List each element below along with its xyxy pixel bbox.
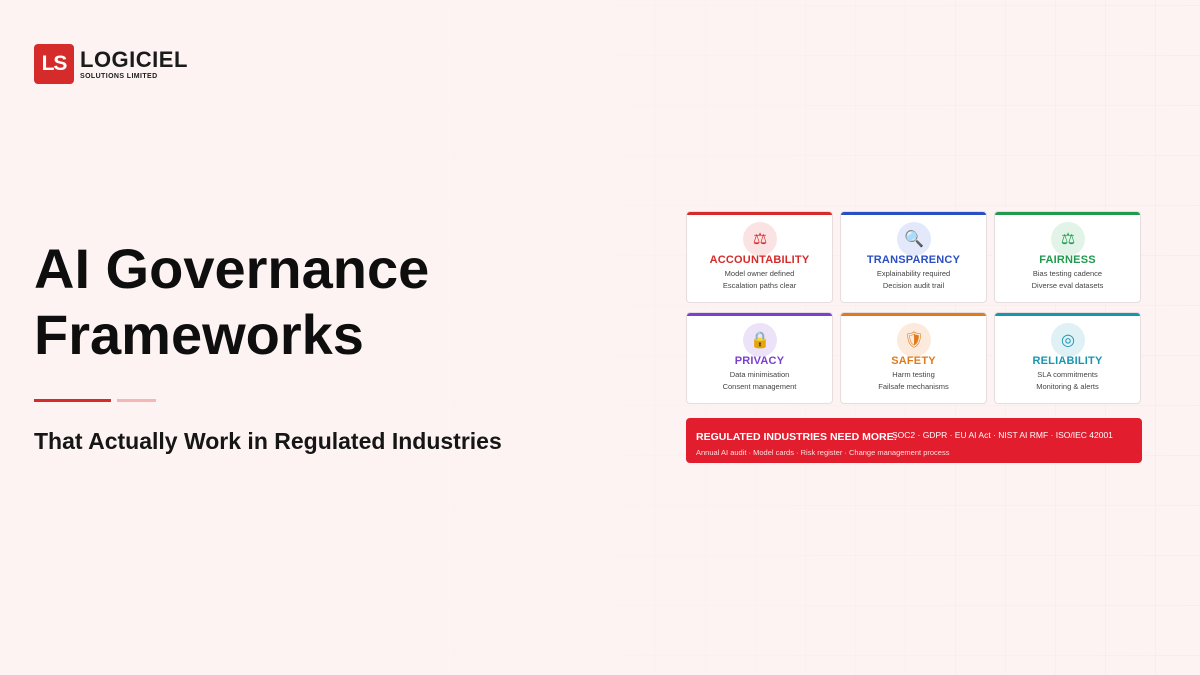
pillar-detail: Failsafe mechanisms <box>878 382 949 391</box>
scales-icon: ⚖ <box>1051 222 1085 256</box>
lock-icon: 🔒 <box>743 323 777 357</box>
pillar-label: TRANSPARENCY <box>866 254 961 266</box>
title-line-1: AI Governance <box>34 237 430 300</box>
pillar-detail: SLA commitments <box>1037 370 1098 379</box>
logo-mark: LS <box>34 44 74 84</box>
pillar-label: FAIRNESS <box>1039 254 1096 266</box>
title-divider-secondary <box>117 399 156 402</box>
pillar-label: PRIVACY <box>734 355 785 367</box>
logo-text: LOGICIEL SOLUTIONS LIMITED <box>80 46 188 80</box>
banner-standards: SOC2 · GDPR · EU AI Act · NIST AI RMF · … <box>892 430 1113 440</box>
pillar-detail: Diverse eval datasets <box>1031 281 1104 290</box>
pillar-detail: Data minimisation <box>729 370 790 379</box>
page-subtitle: That Actually Work in Regulated Industri… <box>34 428 502 454</box>
pillar-card-accountability: ⚖ ACCOUNTABILITY Model owner defined Esc… <box>686 211 833 303</box>
brand-name: LOGICIEL <box>80 46 188 72</box>
card-accent-bar <box>687 313 832 316</box>
card-accent-bar <box>995 313 1140 316</box>
title-divider-primary <box>34 399 111 402</box>
card-accent-bar <box>995 212 1140 215</box>
pillar-detail: Escalation paths clear <box>722 281 797 290</box>
pillar-detail: Harm testing <box>892 370 935 379</box>
pillar-card-fairness: ⚖ FAIRNESS Bias testing cadence Diverse … <box>994 211 1141 303</box>
pillar-grid: ⚖ ACCOUNTABILITY Model owner defined Esc… <box>686 211 1142 405</box>
banner-requirements: Annual AI audit · Model cards · Risk reg… <box>696 448 950 457</box>
pillar-detail: Consent management <box>722 382 797 391</box>
card-accent-bar <box>841 212 986 215</box>
pillar-card-reliability: ◎ RELIABILITY SLA commitments Monitoring… <box>994 312 1141 404</box>
card-accent-bar <box>841 313 986 316</box>
banner-heading: REGULATED INDUSTRIES NEED MORE: <box>696 431 898 443</box>
pillar-label: SAFETY <box>891 355 936 367</box>
brand-tagline: SOLUTIONS LIMITED <box>80 72 158 80</box>
title-line-2: Frameworks <box>34 303 364 366</box>
scales-icon: ⚖ <box>743 222 777 256</box>
regulated-industries-banner: REGULATED INDUSTRIES NEED MORE: SOC2 · G… <box>686 418 1142 463</box>
pillar-label: ACCOUNTABILITY <box>709 254 810 266</box>
brand-logo: LS LOGICIEL SOLUTIONS LIMITED <box>34 44 188 84</box>
target-icon: ◎ <box>1051 323 1085 357</box>
pillar-card-safety: 🛡 SAFETY Harm testing Failsafe mechanism… <box>840 312 987 404</box>
pillar-card-transparency: 🔍 TRANSPARENCY Explainability required D… <box>840 211 987 303</box>
page-title: AI Governance Frameworks <box>34 236 429 368</box>
pillar-detail: Model owner defined <box>724 269 795 278</box>
shield-icon: 🛡 <box>897 323 931 357</box>
pillar-detail: Decision audit trail <box>882 281 945 290</box>
card-accent-bar <box>687 212 832 215</box>
pillar-detail: Monitoring & alerts <box>1036 382 1099 391</box>
magnifier-icon: 🔍 <box>897 222 931 256</box>
pillar-detail: Bias testing cadence <box>1032 269 1103 278</box>
pillar-label: RELIABILITY <box>1032 355 1103 367</box>
pillar-card-privacy: 🔒 PRIVACY Data minimisation Consent mana… <box>686 312 833 404</box>
pillar-detail: Explainability required <box>876 269 951 278</box>
